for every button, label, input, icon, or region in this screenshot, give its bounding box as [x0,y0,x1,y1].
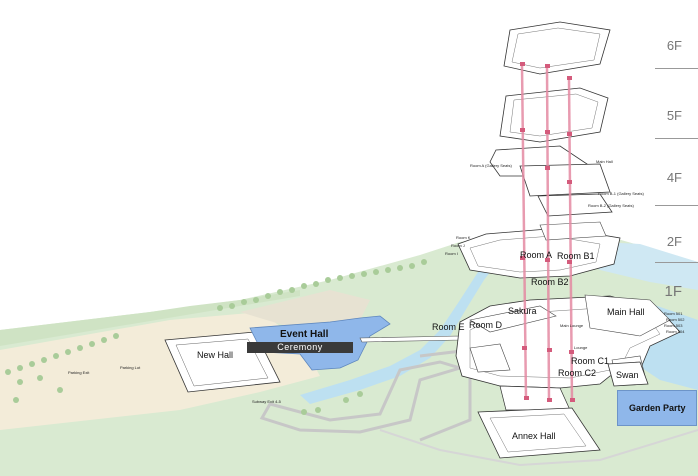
main-hall-4f-label: Main Hall [596,159,613,164]
room-a-gallery-label: Room A (Gallery Seats) [470,163,512,168]
floor-label-2f: 2F [666,234,682,249]
room-i-label: Room I [445,251,458,256]
room-b2-gallery-label: Room B-2 (Gallery Seats) [588,203,634,208]
garden-party-label[interactable]: Garden Party [629,403,686,413]
room-502-label: Room 502 [666,317,685,322]
parking-lot-label: Parking Lot [120,365,141,370]
room-d-label[interactable]: Room D [469,320,503,330]
floor-label-1f: 1F [664,283,682,300]
swan-label[interactable]: Swan [616,370,639,380]
floor-4f-plan-c [537,193,613,217]
floor-5f-plan [499,87,609,143]
connector-wing [499,385,571,411]
floor-divider [655,68,698,69]
sakura-label[interactable]: Sakura [508,306,537,316]
main-hall-label[interactable]: Main Hall [607,307,645,317]
floor-divider [655,138,698,139]
trees [5,259,427,415]
road-3 [379,429,698,467]
room-b2-label[interactable]: Room B2 [531,277,569,287]
road-2 [419,348,472,442]
room-504-label: Room 504 [666,329,685,334]
room-e-label[interactable]: Room E [432,322,465,332]
subway-exit-label: Subway Exit 4-5 [252,399,281,404]
floor-divider [655,205,698,206]
main-lounge-label: Main Lounge [560,323,584,328]
room-k-label: Room K [456,235,471,240]
room-503-label: Room 503 [664,323,683,328]
lounge-label: Lounge [574,345,588,350]
floor-label-5f: 5F [666,108,682,123]
room-c1-label[interactable]: Room C1 [571,356,610,366]
floor-label-4f: 4F [666,170,682,185]
room-j-label: Room J [451,243,465,248]
ceremony-label[interactable]: Ceremony [247,342,353,353]
room-b1-gallery-label: Room B-1 (Gallery Seats) [598,191,644,196]
garden-party-box[interactable] [617,390,697,426]
annex-hall-building [477,407,601,459]
room-a-label[interactable]: Room A [520,250,553,260]
room-b1-label[interactable]: Room B1 [557,251,595,261]
grass-band [0,290,300,346]
room-501-label: Room 501 [664,311,683,316]
swan-building [607,361,649,387]
elevator-markers [520,62,575,402]
road [259,360,466,434]
new-hall-label[interactable]: New Hall [197,350,234,360]
floor-label-6f: 6F [666,38,682,53]
floor-divider [655,262,698,263]
floor-4f-plan-b [519,163,611,197]
event-hall-label[interactable]: Event Hall [280,329,329,340]
parking-exit-label: Parking Exit [68,370,90,375]
room-c2-label[interactable]: Room C2 [558,368,597,378]
lot-gray [240,290,370,330]
annex-hall-label[interactable]: Annex Hall [512,431,556,441]
floor-6f-plan [503,21,611,75]
